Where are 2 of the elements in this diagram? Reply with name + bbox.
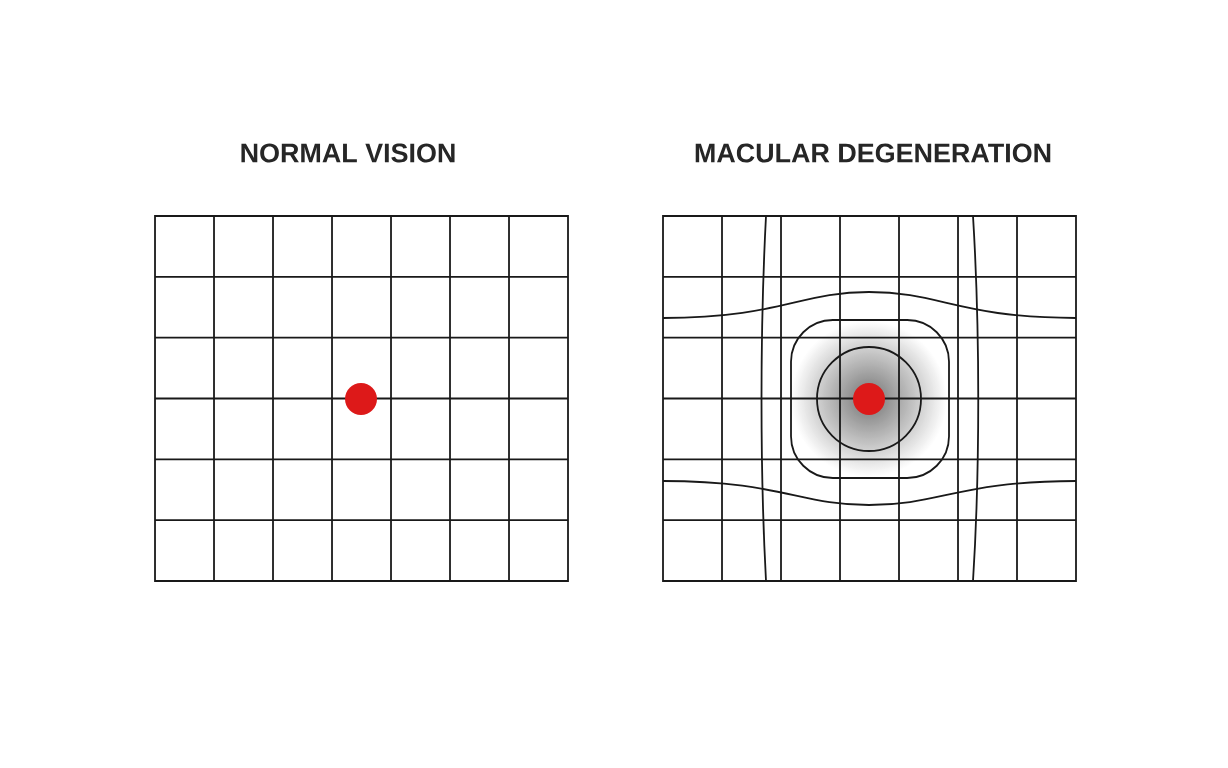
panel-title: MACULAR DEGENERATION [695, 143, 1051, 163]
panel-title: NORMAL VISION [241, 143, 455, 163]
